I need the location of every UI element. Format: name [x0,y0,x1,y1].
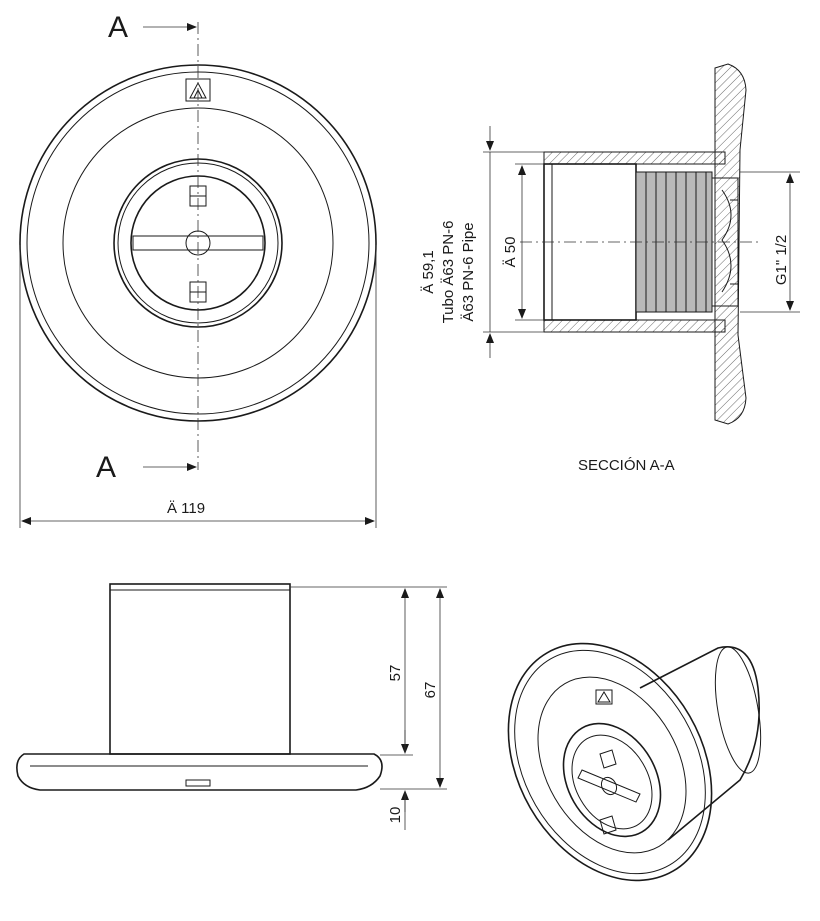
flange-thickness-label: 10 [387,807,404,824]
iso-nozzle-outer [562,722,662,838]
nozzle-inner-profile [721,189,732,293]
side-body [109,583,291,755]
section-title: SECCIÓN A-A [578,457,675,474]
iso-slot-top [599,749,617,769]
iso-flange-ring [537,676,687,854]
side-view: 57 67 10 [16,583,447,830]
total-height-label: 67 [422,682,439,699]
pipe-spec-es-label: Tubo Ä63 PN-6 [440,221,457,324]
section-view: Ä 59,1 Tubo Ä63 PN-6 Ä63 PN-6 Pipe Ä 50 … [420,63,800,474]
side-flange-notch [185,779,211,787]
pipe-spec-en-label: Ä63 PN-6 Pipe [460,222,477,321]
iso-flange-outer [507,642,713,882]
body-height-label: 57 [387,665,404,682]
pipe-diameter-label: Ä 59,1 [420,250,437,293]
thread-label: G1" 1/2 [773,235,790,285]
inner-diameter-label: Ä 50 [502,237,519,268]
body-wall-bottom [543,319,726,333]
side-flange [16,753,383,791]
flange-section [714,63,747,425]
outer-diameter-label: Ä 119 [167,500,205,517]
iso-brand-logo-icon [595,689,613,705]
iso-nozzle-bar [577,769,641,803]
iso-cylinder [639,646,760,841]
front-view: A A Ä 119 [19,11,377,528]
section-label-top: A [108,11,128,44]
isometric-view [507,642,762,882]
iso-cylinder-end [714,646,762,774]
section-label-bottom: A [96,451,116,484]
iso-slot-bottom [599,815,617,835]
body-wall-top [543,151,726,165]
iso-nozzle-face [571,734,653,830]
iso-nozzle-hub [600,776,618,796]
nozzle-ribs [730,199,738,285]
iso-flange-rim [514,649,706,875]
